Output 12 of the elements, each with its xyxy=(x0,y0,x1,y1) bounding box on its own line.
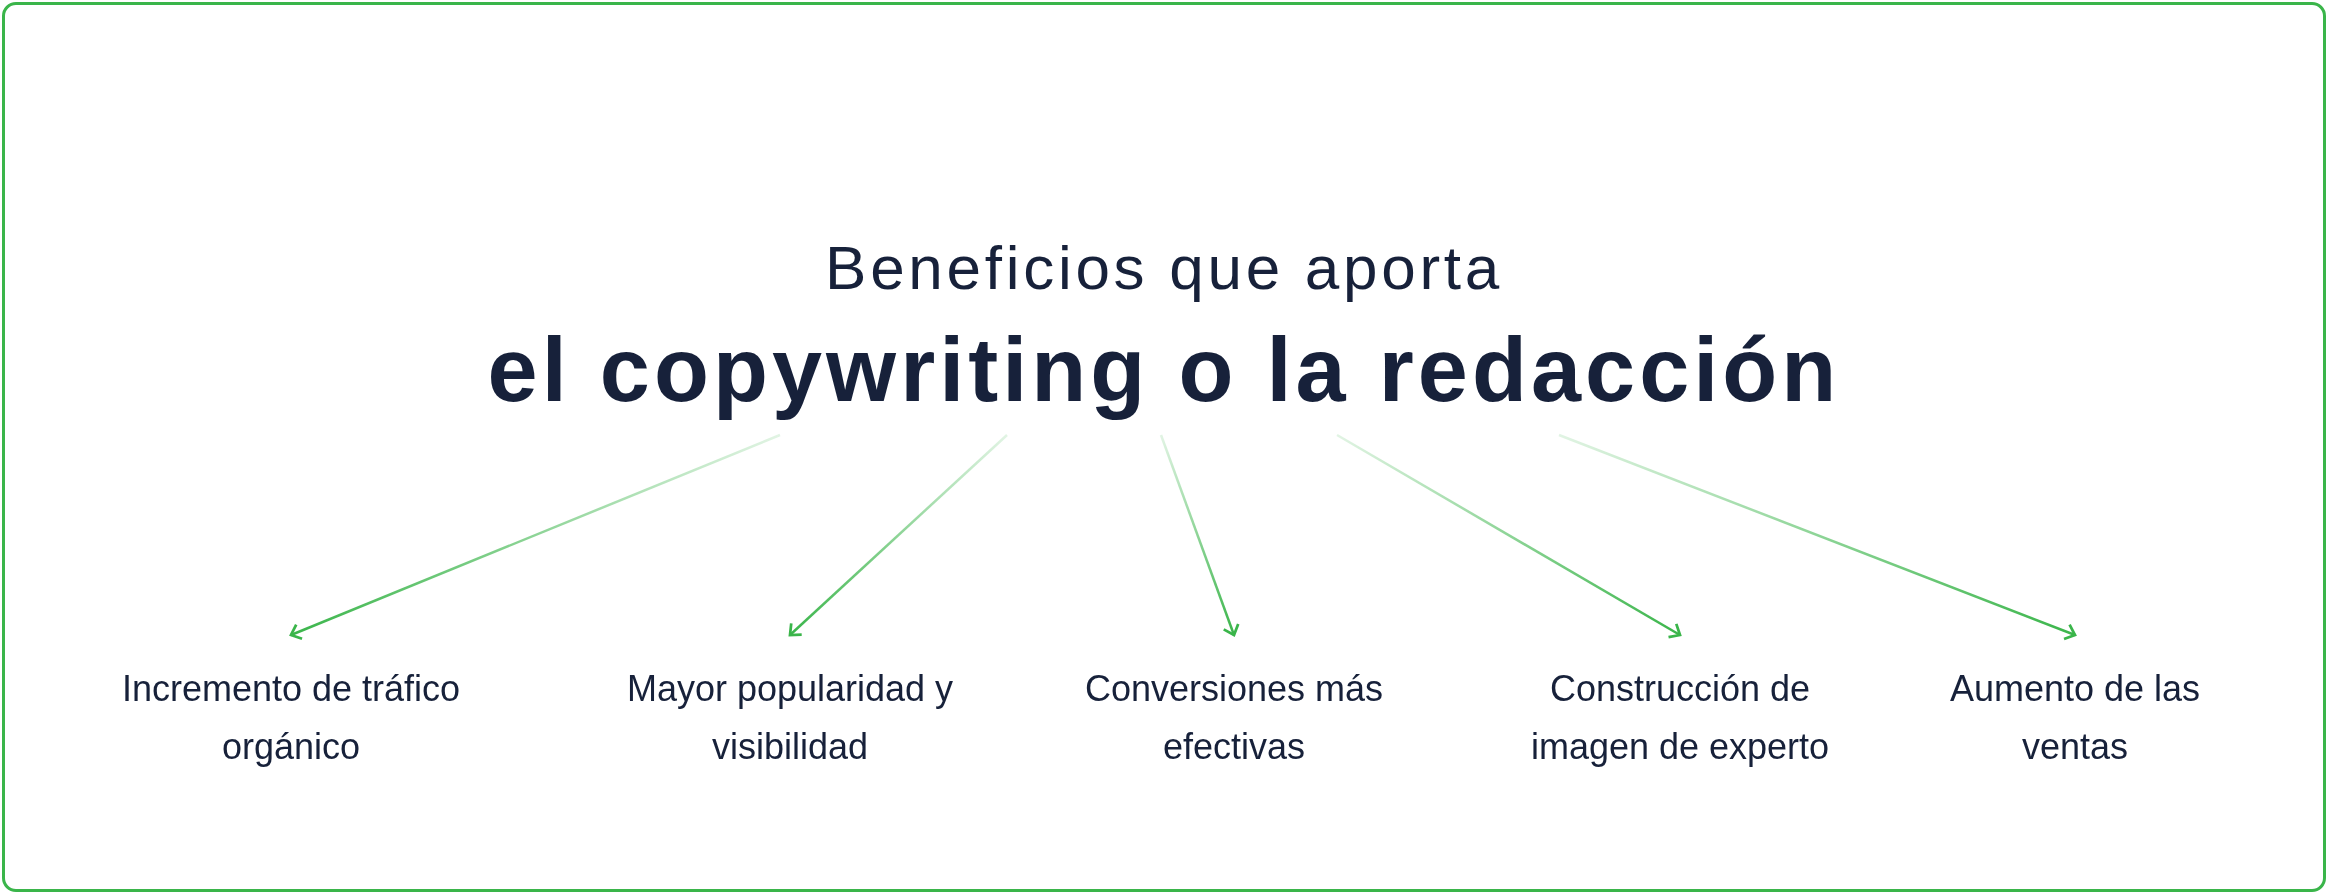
subheading-text: el copywriting o la redacción xyxy=(487,318,1841,422)
benefit-label: Conversiones más efectivas xyxy=(1083,667,1385,769)
arrow xyxy=(788,434,1008,637)
arrow xyxy=(1558,433,2077,641)
heading-text: Beneficios que aporta xyxy=(825,232,1503,304)
benefit-label: Aumento de las ventas xyxy=(1948,667,2202,769)
arrow xyxy=(1336,433,1682,639)
arrow xyxy=(289,433,781,641)
arrow xyxy=(1159,434,1240,637)
benefit-label: Construcción de imagen de experto xyxy=(1529,667,1831,769)
benefit-label: Mayor popularidad y visibilidad xyxy=(625,667,955,769)
benefit-label: Incremento de tráfico orgánico xyxy=(120,667,462,769)
